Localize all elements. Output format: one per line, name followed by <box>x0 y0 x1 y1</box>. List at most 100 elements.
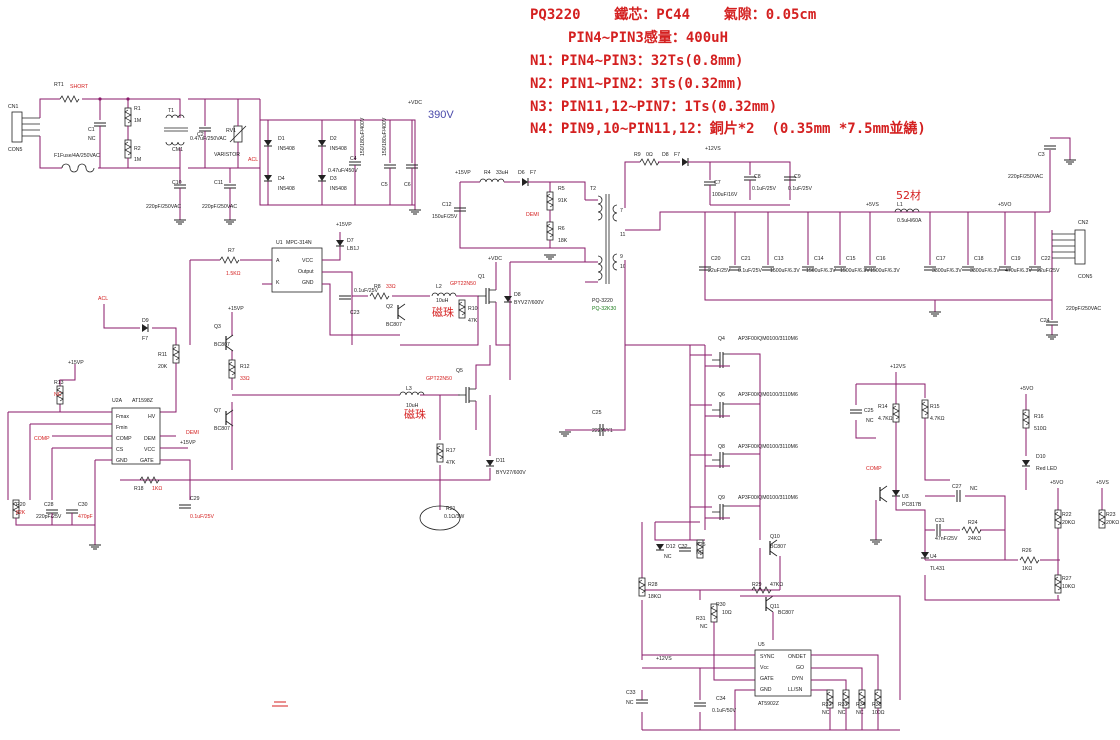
d2-value: IN5408 <box>330 146 347 152</box>
c6-label: C6 <box>404 182 411 188</box>
r22-label: R22 <box>1062 512 1072 518</box>
u2-label: U2A <box>112 398 123 404</box>
dem-net-label: DEMI <box>186 430 199 436</box>
c12-label: C12 <box>442 202 452 208</box>
t2-core: PQ-3220 <box>592 298 613 304</box>
c5-value: 150/180uF/400V <box>360 117 366 156</box>
common-mode-choke-t1: T1 CM1 <box>164 108 188 153</box>
c32-label: C32 <box>678 544 688 550</box>
p15e-label: +15VP <box>180 440 196 446</box>
r20-label: R20 <box>16 502 26 508</box>
r10-value: 47K <box>468 318 478 324</box>
r10-label: R10 <box>468 306 478 312</box>
r22-value: 20KΩ <box>1062 520 1075 526</box>
p5vo3-label: +5VO <box>1050 480 1063 486</box>
c30-value: 470pF <box>78 514 93 520</box>
u2-cs: CS <box>116 447 124 453</box>
r27-label: R27 <box>1062 576 1072 582</box>
c13-value: 1500uF/6.3V <box>770 268 800 274</box>
c17-label: C17 <box>936 256 946 262</box>
r30-value: 10Ω <box>722 610 732 616</box>
d3-label: D3 <box>330 176 337 182</box>
c31-label: C31 <box>935 518 945 524</box>
comp2-net-label: COMP <box>866 466 882 472</box>
u1-label: U1 <box>276 240 283 246</box>
d9-label: D9 <box>142 318 149 324</box>
q9-value: AP3F00/QM0100/3110M6 <box>738 495 798 501</box>
p5vs2-label: +5VS <box>1096 480 1109 486</box>
r11-value: 20K <box>158 364 168 370</box>
l3-bead-note: 磁珠 <box>404 407 426 421</box>
vdc-label: +VDC <box>408 100 422 106</box>
svg-text:10: 10 <box>620 264 626 270</box>
r14-label: R14 <box>878 404 888 410</box>
q2-label: Q2 <box>386 304 393 310</box>
u2-fmax: Fmax <box>116 414 129 420</box>
d6-label: D6 <box>518 170 525 176</box>
q8-value: AP3F00/QM0100/3110M6 <box>738 444 798 450</box>
c27-value: NC <box>970 486 978 492</box>
l3-value: 10uH <box>406 403 419 409</box>
transformer-spec-block: PQ3220 鐵芯：PC44 氣隙：0.05cm PIN4~PIN3感量：400… <box>0 0 926 137</box>
t2-part: PQ-32K30 <box>592 306 616 312</box>
r21-value: 0.1Ω/3W <box>444 514 464 520</box>
u3-label: U3 <box>902 494 909 500</box>
q1-label: Q1 <box>478 274 485 280</box>
output-capacitor-bank: C20 22uF/25V C21 0.1uF/25V C13 1500uF/6.… <box>698 212 1060 274</box>
c21-label: C21 <box>741 256 751 262</box>
r32-value: NC <box>822 710 830 716</box>
d8-value: F7 <box>674 152 680 158</box>
r32-label: R32 <box>822 702 832 708</box>
t2-label: T2 <box>590 186 596 192</box>
d1-label: D1 <box>278 136 285 142</box>
r29-label: R29 <box>752 582 762 588</box>
u2-hv: HV <box>148 414 156 420</box>
c25-value: 222M/Y1 <box>592 428 613 434</box>
c10-label: C10 <box>172 180 182 186</box>
p5vo-label: +5VO <box>998 202 1011 208</box>
rv1-label: RV1 <box>226 128 236 134</box>
c11-label: C11 <box>214 180 223 186</box>
u2-vcc: VCC <box>144 447 155 453</box>
d7-label: D7 <box>347 238 354 244</box>
acl2-label: ACL <box>98 296 108 302</box>
c11-value: 220pF/250VAC <box>202 204 237 210</box>
f1-label: F1Fuse/4A/250VAC <box>54 153 100 159</box>
r4-label: R4 <box>484 170 491 176</box>
r26-value: 1KΩ <box>1022 566 1032 572</box>
u2-comp: COMP <box>116 436 132 442</box>
r12-label: R12 <box>240 364 250 370</box>
u5-sync: SYNC <box>760 654 775 660</box>
u1-pin-vcc: VCC <box>302 258 313 264</box>
u5-label: U5 <box>758 642 765 648</box>
r24-value: 24KΩ <box>968 536 981 542</box>
comp-net-label: COMP <box>34 436 50 442</box>
r23-label: R23 <box>1106 512 1116 518</box>
controller-ic-u2: U2A AT1598Z Fmax Fmin COMP CS GND HV DEM… <box>111 398 161 465</box>
r18-label: R18 <box>134 486 144 492</box>
c3-label: C3 <box>1038 152 1045 158</box>
u1-value: MPC-314N <box>286 240 312 246</box>
r34-value: NC <box>856 710 864 716</box>
r31-value: NC <box>700 624 708 630</box>
r5-value: 91K <box>558 198 568 204</box>
rt1-short: SHORT <box>70 84 89 90</box>
r2-label: R2 <box>134 146 141 152</box>
c15-label: C15 <box>846 256 856 262</box>
c30-label: C30 <box>78 502 88 508</box>
c22-value: 22uF/25V <box>1037 268 1060 274</box>
u2-gate: GATE <box>140 458 154 464</box>
r30-label: R30 <box>716 602 726 608</box>
r26-label: R26 <box>1022 548 1032 554</box>
c6-value: 150/180uF/400V <box>382 117 388 156</box>
q7-value: BC807 <box>214 426 230 432</box>
t1-label: T1 <box>168 108 174 114</box>
c13-label: C13 <box>774 256 784 262</box>
r6-label: R6 <box>558 226 565 232</box>
varistor-label: VARISTOR <box>214 152 240 158</box>
u5-llsn: LL/SN <box>788 687 803 693</box>
r9-value: 0Ω <box>646 152 653 158</box>
c7-label: C7 <box>714 180 721 186</box>
bridge-rectifier: D1 IN5408 D4 IN5408 D2 IN5408 D3 IN5408 <box>259 99 347 206</box>
